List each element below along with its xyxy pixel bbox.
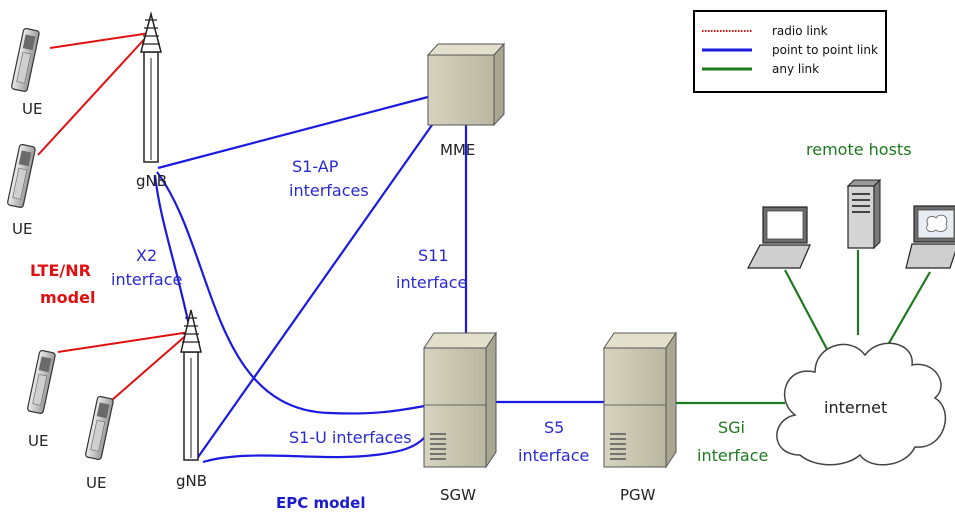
legend: radio link point to point link any link (693, 10, 887, 93)
x2-label-line1: X2 (136, 246, 157, 265)
ue-label: UE (28, 432, 48, 450)
s1ap-gnb2-mme (195, 124, 433, 461)
ue-label: UE (12, 220, 32, 238)
laptop-icon (747, 206, 811, 269)
radio-link-ue1-gnb1 (49, 32, 151, 49)
internet-cloud-icon (776, 342, 946, 466)
ue-icon (7, 143, 36, 209)
ue-label: UE (22, 100, 42, 118)
link-laptop2-internet (884, 271, 931, 351)
link-laptop1-internet (784, 269, 831, 356)
x2-label-line2: interface (111, 270, 182, 289)
s5-label-line2: interface (518, 446, 589, 465)
any-links (672, 250, 931, 405)
legend-any-label: any link (772, 62, 819, 76)
p2p-links (153, 95, 605, 464)
gnb-label: gNB (176, 472, 207, 490)
mme-label: MME (440, 141, 475, 159)
ue-icon (85, 395, 114, 461)
gnb-label: gNB (136, 172, 167, 190)
legend-p2p-label: point to point link (772, 43, 878, 57)
lte-nr-model-label-line1: LTE/NR (30, 261, 91, 280)
s1ap-gnb1-mme (157, 95, 429, 170)
sgw-server-icon (423, 331, 497, 469)
s11-label-line2: interface (396, 273, 467, 292)
epc-model-label: EPC model (276, 494, 365, 512)
s1u-gnb1-sgw (156, 171, 426, 415)
s11-label-line1: S11 (418, 246, 449, 265)
lte-nr-model-label-line2: model (40, 288, 95, 307)
radio-link-ue3-gnb2 (57, 331, 191, 353)
legend-radio-label: radio link (772, 24, 828, 38)
laptop-icon (905, 205, 955, 269)
sgi-label-line2: interface (697, 446, 768, 465)
radio-link-ue2-gnb1 (37, 32, 151, 156)
mme-node-icon (426, 42, 506, 127)
x2-link (153, 174, 192, 331)
pgw-label: PGW (620, 486, 656, 504)
s1u-gnb2-sgw (202, 436, 426, 464)
radio-links (37, 32, 191, 401)
ue-icon (27, 349, 56, 415)
gnb-tower-icon (180, 309, 202, 461)
remote-hosts-label: remote hosts (806, 140, 912, 159)
sgi-label-line1: SGi (718, 418, 745, 437)
s1u-label: S1-U interfaces (289, 428, 412, 447)
server-tower-icon (846, 178, 882, 250)
radio-link-ue4-gnb2 (111, 331, 191, 401)
s1ap-label-line2: interfaces (289, 181, 369, 200)
ue-icon (11, 27, 40, 93)
internet-label: internet (824, 398, 887, 417)
sgw-label: SGW (440, 486, 476, 504)
ue-label: UE (86, 474, 106, 492)
pgw-server-icon (603, 331, 677, 469)
gnb-tower-icon (140, 11, 162, 163)
s1ap-label-line1: S1-AP (292, 157, 339, 176)
s5-label-line1: S5 (544, 418, 564, 437)
